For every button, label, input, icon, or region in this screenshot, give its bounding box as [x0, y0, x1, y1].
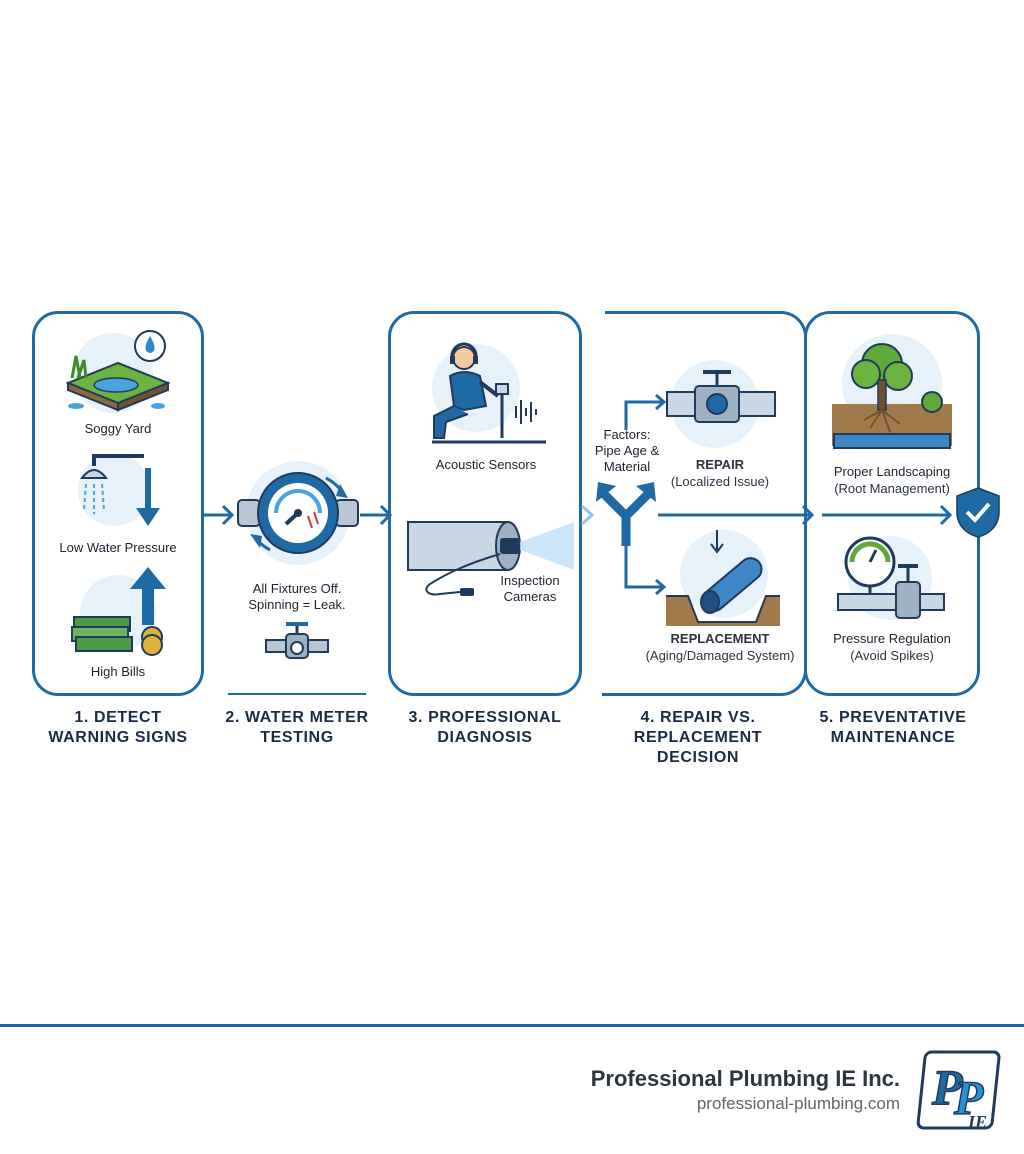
acoustic-sensors-label: Acoustic Sensors — [435, 457, 537, 472]
flow-arrow-to-shield — [822, 504, 953, 526]
replacement-title: REPLACEMENT — [670, 631, 770, 646]
inspection-camera-icon — [407, 521, 574, 596]
step4-title: 4. REPAIR VS. REPLACEMENT DECISION — [608, 708, 788, 768]
flow-arrow-1-to-2 — [202, 504, 235, 526]
step4-title-line3: DECISION — [656, 749, 740, 766]
repair-valve-icon — [666, 360, 776, 448]
factors-line2: Pipe Age & — [594, 443, 660, 458]
flow-arrow-3-to-4 — [580, 504, 595, 526]
factors-line1: Factors: — [603, 427, 651, 442]
inspection-label: Inspection — [500, 573, 560, 588]
step2-underline — [228, 693, 366, 695]
footer-divider — [0, 1024, 1024, 1027]
step5-title: 5. PREVENTATIVE MAINTENANCE — [806, 708, 980, 748]
company-logo: P P IE — [916, 1050, 1001, 1132]
soggy-yard-icon — [65, 330, 171, 413]
step1-title-line2: WARNING SIGNS — [48, 729, 188, 746]
step2-title-line2: TESTING — [260, 729, 334, 746]
high-bills-icon — [71, 567, 166, 656]
step5-title-line2: MAINTENANCE — [830, 729, 956, 746]
brand-block: Professional Plumbing IE Inc. profession… — [591, 1066, 900, 1114]
decision-fork-icon — [596, 482, 656, 546]
brand-url: professional-plumbing.com — [696, 1094, 900, 1113]
step1-title: 1. DETECT WARNING SIGNS — [20, 708, 216, 748]
meter-note-line2: Spinning = Leak. — [248, 597, 346, 612]
shutoff-valve-icon — [265, 622, 329, 659]
step3-title: 3. PROFESSIONAL DIAGNOSIS — [392, 708, 578, 748]
avoid-spikes-label: (Avoid Spikes) — [850, 648, 934, 663]
tree-roots-icon — [832, 334, 952, 449]
step4-title-line1: 4. REPAIR VS. — [640, 709, 756, 726]
proper-landscaping-label: Proper Landscaping — [833, 464, 951, 479]
svg-text:P: P — [931, 1059, 963, 1115]
flow-arrow-4-to-5 — [658, 504, 815, 526]
cameras-label: Cameras — [503, 589, 557, 604]
step2-title-line1: 2. WATER METER — [225, 709, 369, 726]
repair-title: REPAIR — [695, 457, 745, 472]
acoustic-technician-icon — [432, 342, 546, 444]
soggy-yard-label: Soggy Yard — [84, 421, 152, 436]
replacement-subtitle: (Aging/Damaged System) — [645, 648, 795, 663]
svg-text:IE: IE — [967, 1112, 987, 1132]
replacement-pipe-icon — [666, 530, 780, 626]
step5-title-line1: 5. PREVENTATIVE — [819, 709, 967, 726]
meter-note-line1: All Fixtures Off. — [252, 581, 342, 596]
step4-title-line2: REPLACEMENT — [633, 729, 763, 746]
shield-check-icon — [956, 487, 1000, 538]
factors-line3: Material — [603, 459, 651, 474]
low-water-pressure-label: Low Water Pressure — [59, 540, 177, 555]
root-management-label: (Root Management) — [834, 481, 950, 496]
svg-text:P: P — [953, 1072, 984, 1125]
repair-subtitle: (Localized Issue) — [670, 474, 770, 489]
water-meter-icon — [237, 461, 359, 565]
replacement-branch-arrow — [624, 545, 667, 596]
brand-name: Professional Plumbing IE Inc. — [590, 1066, 900, 1091]
pressure-regulation-label: Pressure Regulation — [833, 631, 951, 646]
flow-arrow-2-to-3 — [360, 504, 393, 526]
high-bills-label: High Bills — [90, 664, 146, 679]
shower-pressure-icon — [78, 454, 160, 526]
step1-title-line1: 1. DETECT — [74, 709, 162, 726]
step2-title: 2. WATER METER TESTING — [208, 708, 386, 748]
pressure-regulator-icon — [837, 536, 945, 620]
step3-title-line1: 3. PROFESSIONAL — [408, 709, 562, 726]
repair-branch-arrow — [624, 393, 667, 430]
panel4-bottom-left-gap — [602, 693, 608, 696]
step3-title-line2: DIAGNOSIS — [437, 729, 533, 746]
